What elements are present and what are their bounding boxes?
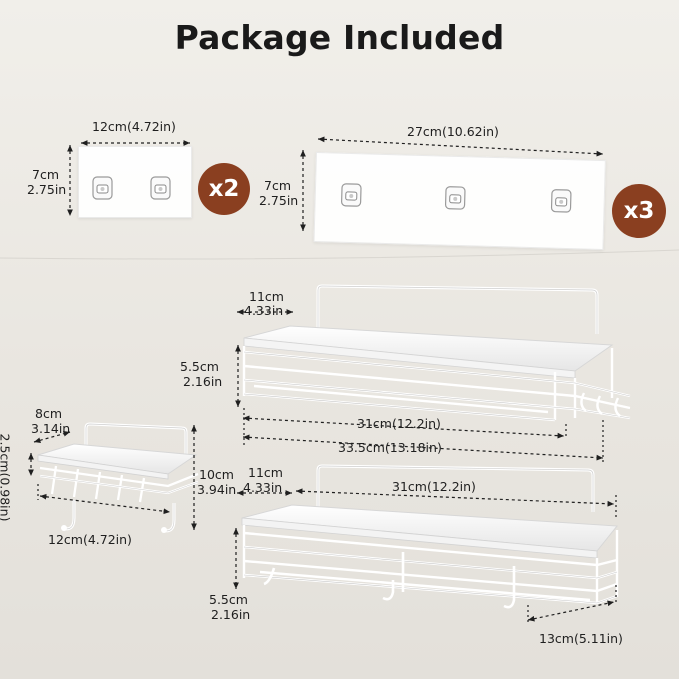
hook-icon (444, 186, 466, 210)
bottom-shelf-hook-span: 13cm(5.11in) (539, 631, 623, 646)
soap-dish-depth-arrow (33, 430, 71, 444)
bottom-shelf-height-in: 2.16in (211, 607, 251, 622)
small-sticker-width-label: 12cm(4.72in) (92, 119, 176, 134)
soap-dish (37, 422, 199, 533)
large-sticker-width-label: 27cm(10.62in) (407, 124, 499, 139)
bottom-shelf (241, 464, 619, 609)
large-adhesive-sticker (313, 152, 606, 251)
bottom-shelf-depth-in: 4.33in (243, 480, 283, 495)
bottom-shelf-width: 31cm(12.2in) (392, 479, 476, 494)
soap-dish-width-arrow (37, 484, 171, 515)
top-shelf-outer-width-arrow (242, 420, 604, 464)
small-sticker-quantity-badge: x2 (198, 163, 250, 215)
small-sticker-height-in: 2.75in (27, 182, 67, 197)
hook-icon (341, 183, 362, 207)
top-shelf-depth-cm: 11cm (249, 289, 284, 304)
bottom-shelf-hook-span-arrow (527, 585, 617, 624)
small-sticker-height-cm: 7cm (32, 167, 60, 182)
small-adhesive-sticker (78, 146, 192, 218)
top-shelf-height-in: 2.16in (183, 374, 223, 389)
top-shelf-depth-in: 4.33in (244, 303, 284, 318)
top-shelf-inner-width: 31cm(12.2in) (357, 416, 441, 431)
large-sticker-width-arrow (317, 136, 604, 157)
hook-icon (150, 176, 171, 200)
hook-icon (92, 176, 113, 200)
bottom-shelf-width-arrow (295, 488, 617, 518)
soap-dish-depth-in: 3.14in (31, 421, 71, 436)
top-shelf-outer-width: 33.5cm(13.18in) (338, 440, 442, 455)
top-shelf-height-cm: 5.5cm (180, 359, 219, 374)
bottom-shelf-height-cm: 5.5cm (209, 592, 248, 607)
soap-dish-depth-cm: 8cm (35, 406, 63, 421)
large-sticker-height-in: 2.75in (259, 193, 299, 208)
soap-dish-side-height: 2.5cm(0.98in) (0, 433, 13, 522)
large-sticker-height-cm: 7cm (264, 178, 292, 193)
bottom-shelf-depth-cm: 11cm (248, 465, 283, 480)
soap-dish-width: 12cm(4.72in) (48, 532, 132, 547)
soap-dish-height-cm: 10cm (199, 467, 234, 482)
page-title: Package Included (174, 18, 505, 57)
top-shelf (242, 284, 631, 422)
large-sticker-quantity-badge: x3 (612, 184, 666, 238)
soap-dish-height-in: 3.94in (197, 482, 237, 497)
hook-icon (550, 189, 572, 213)
